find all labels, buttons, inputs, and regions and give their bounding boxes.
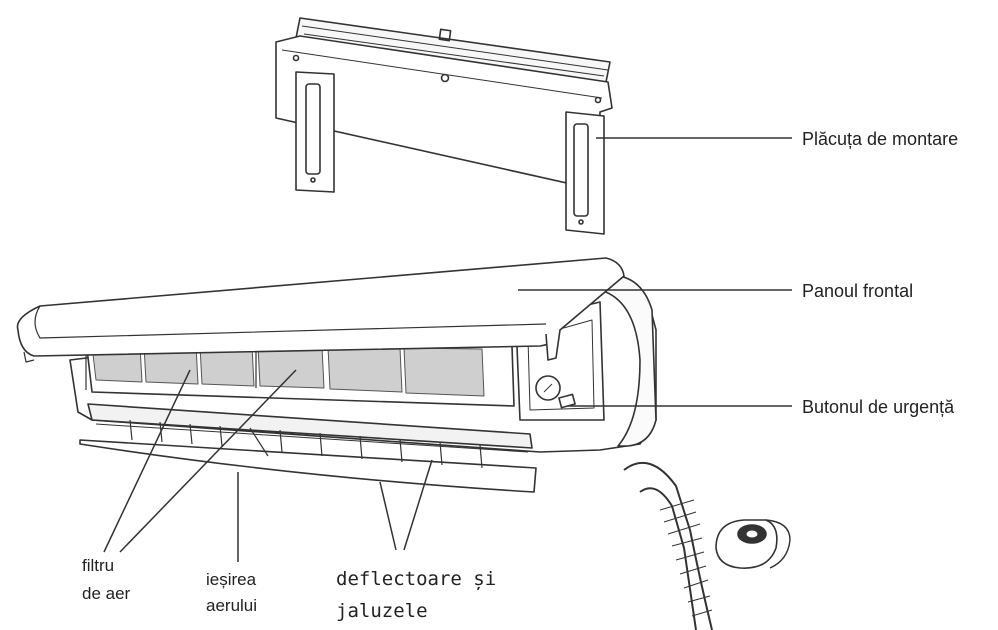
label-air-filter-line1: filtru xyxy=(82,556,115,575)
label-air-filter-line2: de aer xyxy=(82,584,131,603)
label-deflectors-line2: jaluzele xyxy=(336,600,428,622)
label-air-outlet-line1: ieșirea xyxy=(206,570,257,589)
label-emergency-button: Butonul de urgență xyxy=(802,397,955,417)
label-front-panel: Panoul frontal xyxy=(802,281,914,301)
mounting-plate xyxy=(275,17,613,235)
label-mounting-plate: Plăcuța de montare xyxy=(802,129,959,149)
leader-lines xyxy=(103,137,792,562)
label-deflectors-line1: deflectoare și xyxy=(336,568,497,590)
indoor-unit xyxy=(16,257,791,630)
label-air-outlet-line2: aerului xyxy=(206,596,258,615)
